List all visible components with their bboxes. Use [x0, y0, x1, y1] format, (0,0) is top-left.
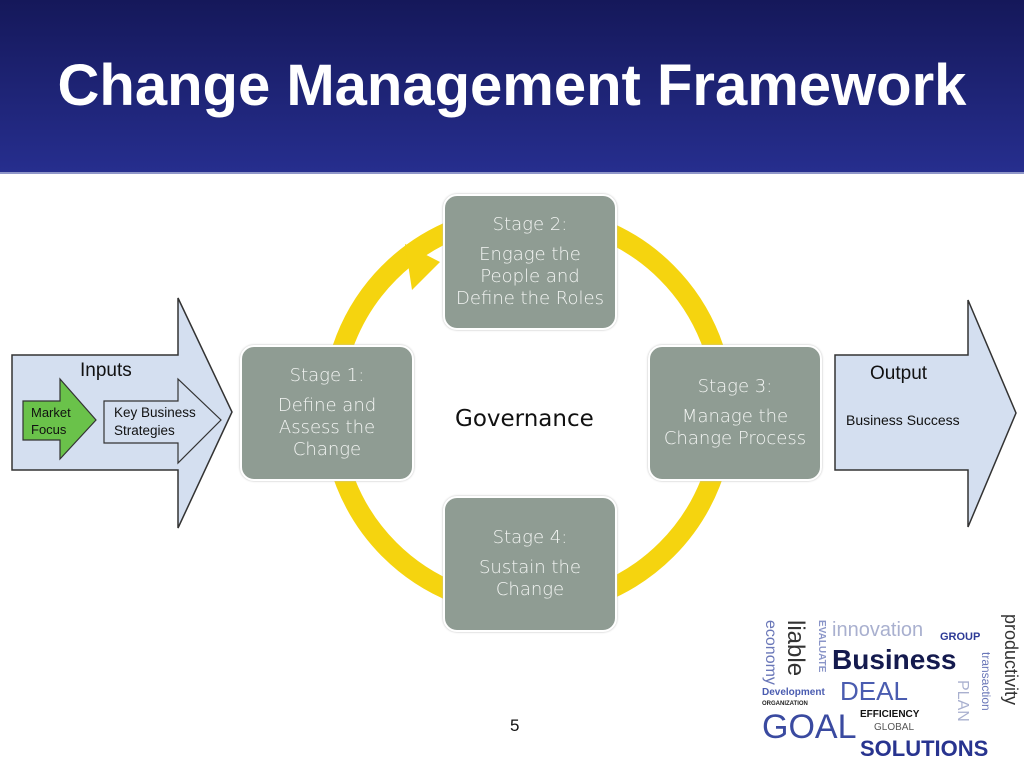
word: productivity	[1001, 614, 1021, 706]
output-label: Output	[870, 363, 928, 384]
key-strategies-label: Key Business Strategies	[114, 405, 196, 438]
slide-title: Change Management Framework	[57, 53, 967, 118]
governance-label: Governance	[455, 406, 594, 432]
stage-2-box: Stage 2: Engage the People and Define th…	[443, 194, 617, 330]
output-text: Business Success	[846, 412, 960, 428]
word: EFFICIENCY	[860, 709, 920, 720]
word: PLAN	[954, 680, 971, 722]
market-focus-arrow	[22, 377, 97, 461]
inputs-label: Inputs	[80, 360, 132, 381]
stage-3-box: Stage 3: Manage the Change Process	[648, 345, 822, 481]
word: SOLUTIONS	[860, 736, 989, 761]
word: economy	[762, 620, 779, 685]
word: GROUP	[940, 631, 981, 643]
stage-1-box: Stage 1: Define and Assess the Change	[240, 345, 414, 481]
word: DEAL	[840, 676, 908, 706]
stage-1-heading: Stage 1:	[289, 365, 365, 386]
stage-2-heading: Stage 2:	[492, 214, 568, 235]
word: Business	[832, 644, 957, 675]
title-banner: Change Management Framework	[0, 0, 1024, 174]
stage-1-text: Define and Assess the Change	[277, 395, 377, 460]
word-cloud-image: economy liable EVALUATE innovation GROUP…	[762, 610, 1024, 768]
word: GLOBAL	[874, 722, 915, 733]
word: ORGANIZATION	[762, 701, 808, 707]
word: Development	[762, 687, 825, 698]
stage-3-text: Manage the Change Process	[663, 406, 807, 449]
stage-2-text: Engage the People and Define the Roles	[456, 244, 604, 309]
word: EVALUATE	[816, 620, 827, 673]
stage-4-text: Sustain the Change	[479, 557, 581, 600]
market-focus-label: Market Focus	[31, 405, 71, 437]
word: GOAL	[762, 708, 857, 746]
stage-3-heading: Stage 3:	[697, 376, 773, 397]
cycle-arrowhead	[405, 244, 440, 290]
word: liable	[782, 620, 809, 677]
stage-4-heading: Stage 4:	[492, 527, 568, 548]
output-arrow	[834, 299, 1017, 528]
page-number: 5	[510, 716, 520, 735]
key-strategies-arrow	[103, 377, 222, 465]
stage-4-box: Stage 4: Sustain the Change	[443, 496, 617, 632]
word: innovation	[832, 619, 924, 641]
word: transaction	[979, 652, 993, 711]
